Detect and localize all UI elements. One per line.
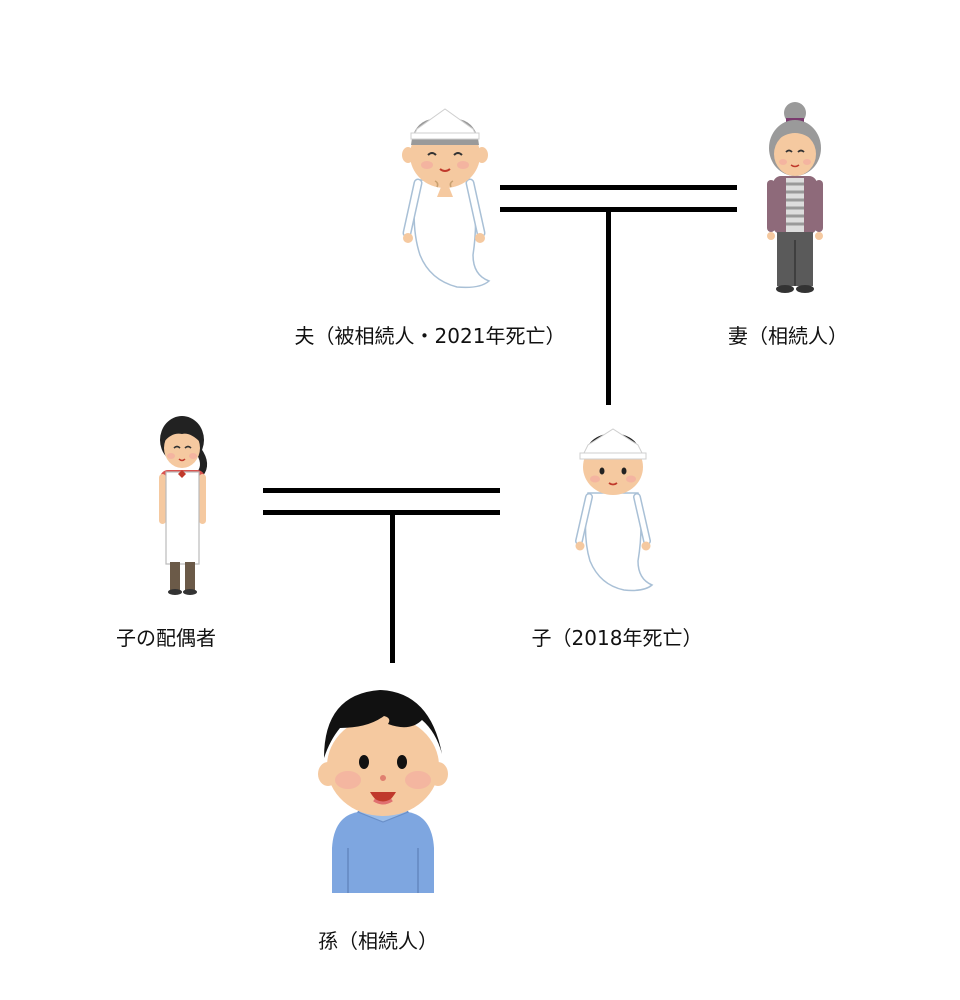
descent-line-to-child (606, 210, 611, 405)
husband-label: 夫（被相続人・2021年死亡） (294, 324, 566, 348)
ghost-young-man-icon (568, 425, 658, 593)
marriage-line-spouse-child-top (263, 488, 500, 493)
marriage-line-spouse-child-bottom (263, 510, 500, 515)
marriage-line-husband-wife-bottom (500, 207, 737, 212)
ghost-old-man-icon (395, 105, 495, 290)
grandchild-label: 孫（相続人） (318, 929, 438, 953)
old-woman-icon (760, 100, 830, 295)
child-spouse-label: 子の配偶者 (116, 626, 216, 650)
wife-label: 妻（相続人） (728, 324, 848, 348)
child-label: 子（2018年死亡） (531, 626, 703, 650)
marriage-line-husband-wife-top (500, 185, 737, 190)
descent-line-to-grandchild (390, 513, 395, 663)
boy-icon (318, 688, 448, 893)
woman-apron-icon (150, 412, 215, 597)
